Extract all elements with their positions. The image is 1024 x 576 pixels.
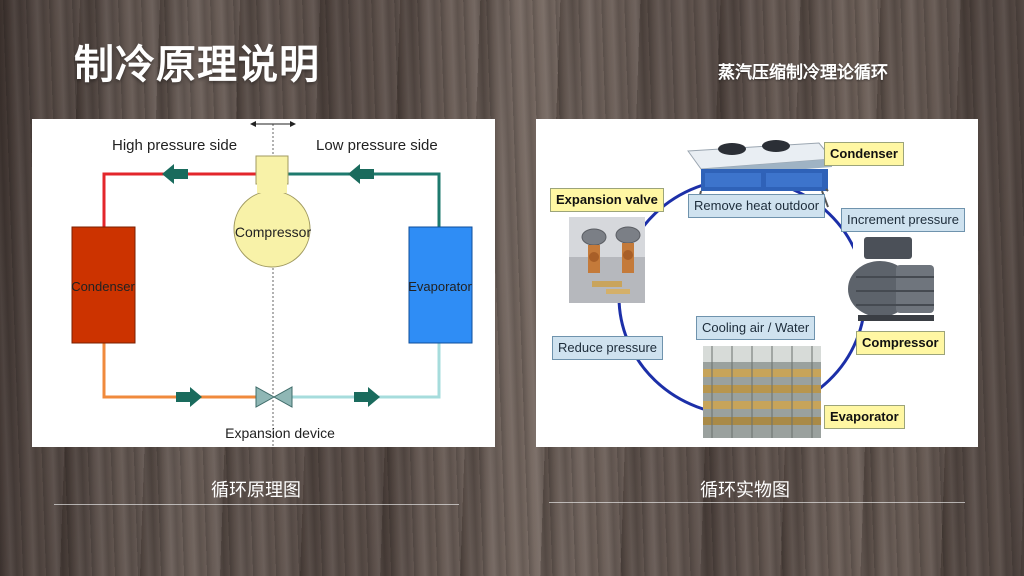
- compressor-tag: Compressor: [856, 331, 945, 355]
- low-pressure-pipe: [286, 172, 441, 227]
- refrigeration-schematic: High pressure side Low pressure side Com…: [71, 121, 473, 447]
- high-pressure-label: High pressure side: [112, 137, 237, 154]
- condenser-block: [71, 226, 136, 344]
- condenser-tag: Condenser: [824, 142, 904, 166]
- increment-pressure-tag: Increment pressure: [841, 208, 965, 232]
- flow-arrow-evaporator-inlet: [354, 387, 380, 407]
- expansion-valve-tag: Expansion valve: [550, 188, 664, 212]
- slide-subtitle: 蒸汽压缩制冷理论循环: [718, 63, 888, 83]
- component-cycle-caption: 循环实物图: [700, 480, 790, 501]
- top-arrow-right-head: [290, 121, 296, 127]
- expansion-valve-symbol-right: [272, 386, 293, 408]
- compressor-label: Compressor: [235, 224, 312, 240]
- evaporator-inlet-pipe: [292, 343, 441, 399]
- right-caption-divider: [549, 502, 965, 503]
- high-pressure-pipe: [102, 172, 258, 227]
- cooling-medium-tag: Cooling air / Water: [696, 316, 816, 340]
- compressor-symbol: [233, 155, 311, 268]
- top-arrow-left-head: [250, 121, 256, 127]
- flow-arrow-low-side: [348, 164, 374, 184]
- schematic-caption: 循环原理图: [211, 480, 301, 501]
- component-cycle-panel: Condenser Remove heat outdoor Increment …: [536, 119, 978, 447]
- condenser-unit-photo: [687, 140, 833, 212]
- evaporator-coil-photo: [703, 346, 821, 438]
- flow-arrow-condenser-outlet: [176, 387, 202, 407]
- condenser-outlet-pipe: [102, 343, 260, 399]
- flow-arrow-high-side: [162, 164, 188, 184]
- refrigeration-schematic-panel: High pressure side Low pressure side Com…: [32, 119, 495, 447]
- expansion-device-label: Expansion device: [225, 425, 335, 441]
- reduce-pressure-tag: Reduce pressure: [552, 336, 663, 360]
- compressor-photo: [848, 237, 939, 321]
- left-caption-divider: [54, 504, 459, 505]
- condenser-label: Condenser: [71, 279, 135, 294]
- cycle-ring-graphic: [569, 140, 939, 438]
- expansion-valve-symbol: [255, 386, 276, 408]
- remove-heat-tag: Remove heat outdoor: [688, 194, 826, 218]
- evaporator-block: [408, 226, 473, 344]
- evaporator-tag: Evaporator: [824, 405, 905, 429]
- evaporator-label: Evaporator: [408, 279, 472, 294]
- expansion-valve-photo: [569, 217, 645, 303]
- low-pressure-label: Low pressure side: [316, 137, 438, 154]
- slide-title: 制冷原理说明: [74, 42, 320, 88]
